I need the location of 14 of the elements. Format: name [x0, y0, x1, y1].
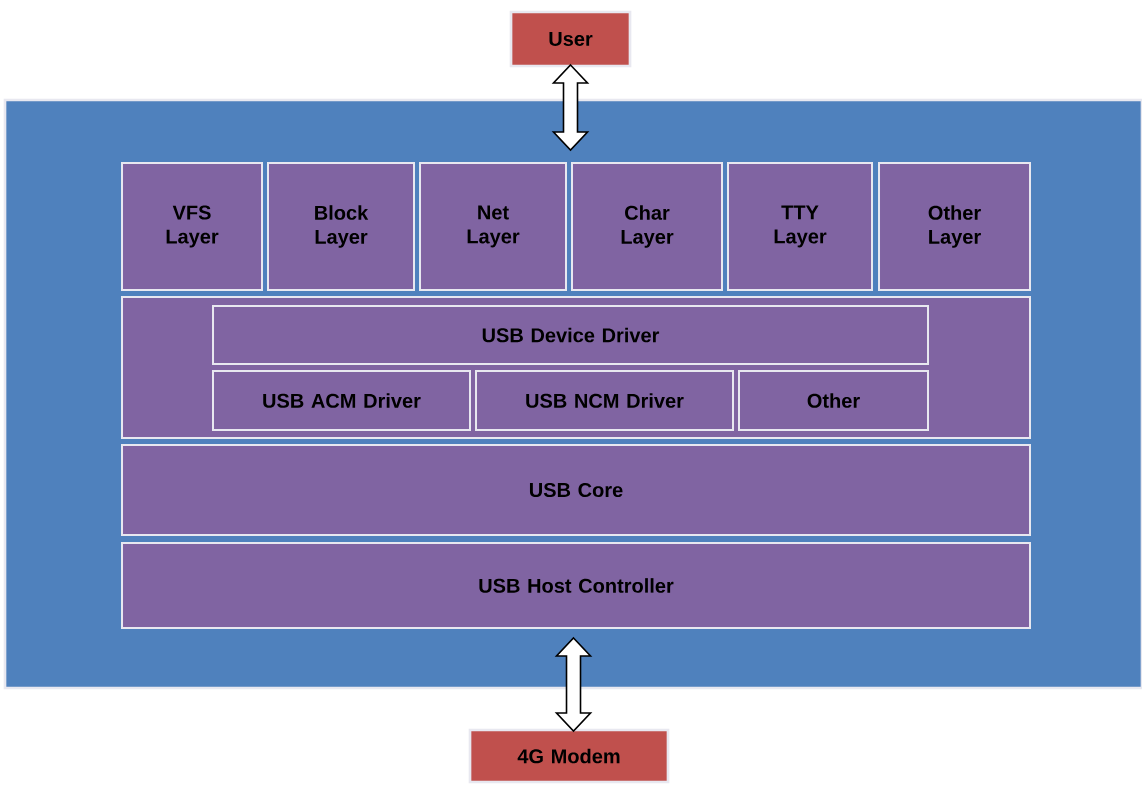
layer-box: Block Layer: [267, 162, 415, 291]
driver-box: USB ACM Driver: [212, 370, 471, 431]
controller-box: USB Host Controller: [121, 542, 1031, 629]
driver-box: Other: [738, 370, 929, 431]
user-box: User: [509, 10, 632, 68]
modem-box: 4G Modem: [468, 728, 670, 784]
layer-box: Char Layer: [571, 162, 723, 291]
layer-box: Net Layer: [419, 162, 567, 291]
driver-box: USB NCM Driver: [475, 370, 734, 431]
driver-box: USB Device Driver: [212, 305, 929, 365]
layer-box: Other Layer: [878, 162, 1031, 291]
layer-box: VFS Layer: [121, 162, 263, 291]
core-box: USB Core: [121, 444, 1031, 536]
layer-box: TTY Layer: [727, 162, 873, 291]
